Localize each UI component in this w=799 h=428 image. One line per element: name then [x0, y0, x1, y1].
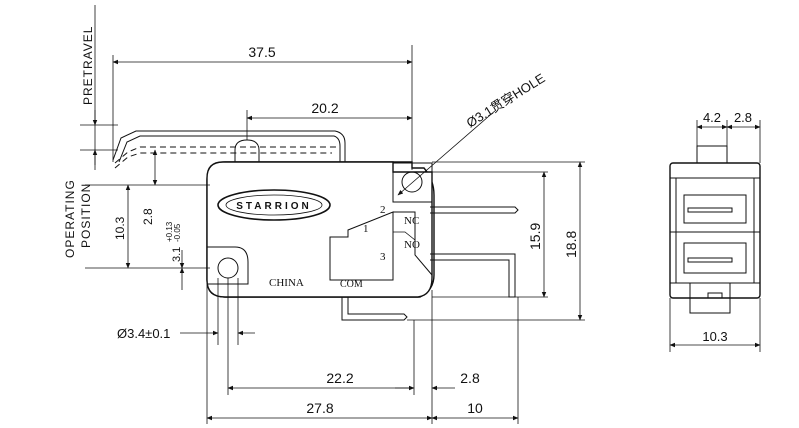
through-hole	[401, 171, 423, 193]
dim-10-3-side: 10.3	[702, 329, 727, 344]
side-dims: 4.2 2.8 10.3	[669, 110, 761, 352]
com-label: COM	[340, 279, 363, 290]
dim-27-8: 27.8	[306, 400, 333, 416]
brand-logo: STARRION	[217, 189, 331, 221]
operating-label-1: OPERATING	[63, 179, 77, 258]
dim-pretravel: PRETRAVEL	[80, 5, 118, 170]
dim-2-8: 2.8	[141, 208, 155, 225]
dim-3-1-plus: +0.13	[165, 221, 174, 242]
dim-mount-hole: Ø3.4±0.1	[117, 278, 255, 345]
dim-total-length: 37.5	[112, 44, 413, 170]
dim-3-1-minus: -0.05	[173, 223, 182, 242]
dim-heights: 15.9 18.8	[407, 161, 585, 321]
dim-37-5: 37.5	[248, 44, 275, 60]
dim-bottom: 22.2 2.8 27.8 10	[206, 278, 519, 424]
pin-2-label: 2	[380, 204, 386, 216]
dim-15-9: 15.9	[527, 223, 543, 250]
switch-body	[206, 139, 435, 298]
dim-3-1: 3.1	[171, 247, 183, 262]
lever-arm	[112, 130, 346, 169]
no-label: NO	[404, 239, 420, 251]
dim-22-2: 22.2	[326, 370, 353, 386]
dim-10: 10	[467, 400, 483, 416]
dim-2-8-b: 2.8	[460, 370, 480, 386]
terminals	[341, 206, 519, 321]
dim-10-3: 10.3	[113, 216, 127, 240]
pin-3-label: 3	[380, 251, 386, 263]
logo-text: STARRION	[236, 201, 311, 212]
side-view	[669, 145, 761, 314]
pretravel-label: PRETRAVEL	[81, 26, 95, 105]
dim-mount-hole-text: Ø3.4±0.1	[117, 326, 170, 341]
dim-18-8: 18.8	[563, 231, 579, 258]
operating-label-2: POSITION	[79, 183, 93, 248]
dim-20-2: 20.2	[311, 100, 338, 116]
china-label: CHINA	[269, 277, 304, 289]
dim-2-8-side: 2.8	[734, 110, 752, 125]
dim-lever-pos: 20.2	[246, 100, 413, 140]
nc-label: NC	[404, 215, 419, 227]
dim-operating: 10.3 2.8 3.1 +0.13 -0.05 OPERATING POSIT…	[63, 149, 210, 290]
dim-4-2: 4.2	[703, 110, 721, 125]
hole-label: Ø3.1贯穿HOLE	[464, 70, 548, 130]
pin-1-label: 1	[363, 223, 369, 235]
